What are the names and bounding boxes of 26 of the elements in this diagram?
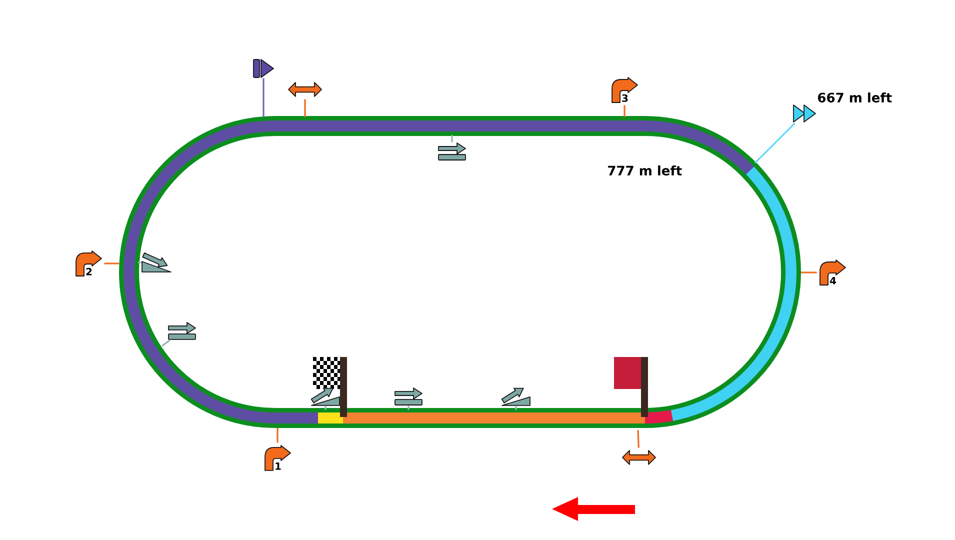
leader-line: [801, 272, 817, 274]
leader-line: [515, 406, 517, 410]
double-arrow-icon: [622, 450, 656, 465]
lane-arrow-icon: [438, 142, 466, 160]
distance-label: 667 m left: [818, 92, 892, 103]
leader-line: [104, 262, 120, 264]
ramp-icon: [142, 252, 172, 272]
leader-line: [162, 340, 170, 347]
lane-arrow-icon: [394, 388, 422, 406]
leader-line: [408, 406, 410, 410]
leader-line: [637, 430, 640, 448]
double-arrow-icon: [288, 82, 322, 97]
leader-line: [138, 262, 142, 264]
leader-line: [324, 406, 326, 410]
distance-label: 777 m left: [608, 165, 682, 176]
fast-forward-icon: [793, 104, 816, 122]
lane-arrow-icon: [168, 322, 196, 340]
flag-icon: [253, 59, 274, 78]
leader-line: [754, 122, 796, 164]
ramp-icon: [310, 388, 340, 406]
leader-line: [624, 105, 626, 117]
leader-line: [451, 135, 453, 142]
leader-line: [304, 99, 306, 117]
leader-line: [276, 428, 278, 443]
leader-line: [262, 78, 264, 117]
ramp-icon: [501, 388, 530, 406]
